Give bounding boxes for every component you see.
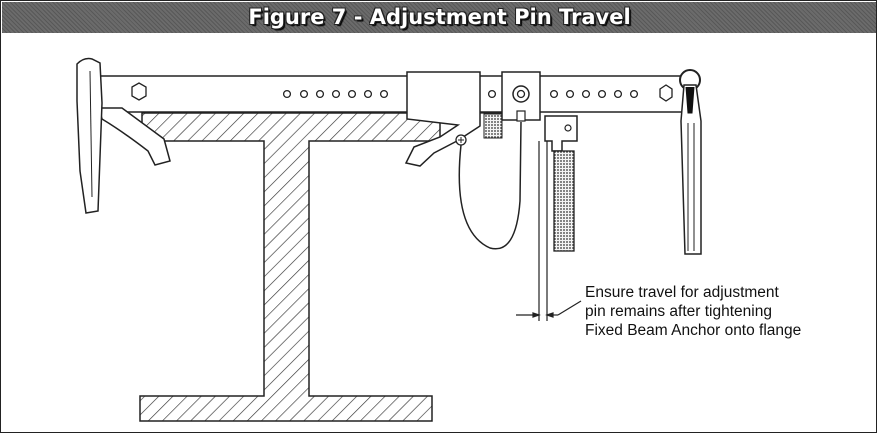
- adjustment-holes-right: [487, 89, 639, 99]
- hex-bolt-right: [659, 84, 673, 102]
- thread-section: [483, 113, 503, 139]
- travel-dimension: [516, 141, 582, 321]
- lanyard-cable: [458, 121, 522, 250]
- hanging-strap: [680, 84, 702, 255]
- release-lever: [76, 57, 103, 214]
- callout-line-1: Ensure travel for adjustment: [585, 284, 779, 301]
- fixed-jaw: [76, 57, 171, 214]
- beam-anchor-diagram: [76, 57, 702, 422]
- callout-line-2: pin remains after tightening: [585, 303, 772, 320]
- adjustment-pin: [501, 71, 541, 122]
- hex-bolt-left: [131, 82, 147, 101]
- anchor-bar: [96, 75, 688, 113]
- figure-title-bar: Figure 7 - Adjustment Pin Travel: [2, 2, 876, 33]
- locking-strap: [544, 115, 578, 252]
- callout-line-3: Fixed Beam Anchor onto flange: [585, 322, 802, 339]
- figure-title: Figure 7 - Adjustment Pin Travel: [248, 5, 631, 29]
- adjustment-holes-left: [282, 89, 389, 99]
- i-beam: [139, 112, 441, 422]
- sliding-jaw: [404, 71, 503, 167]
